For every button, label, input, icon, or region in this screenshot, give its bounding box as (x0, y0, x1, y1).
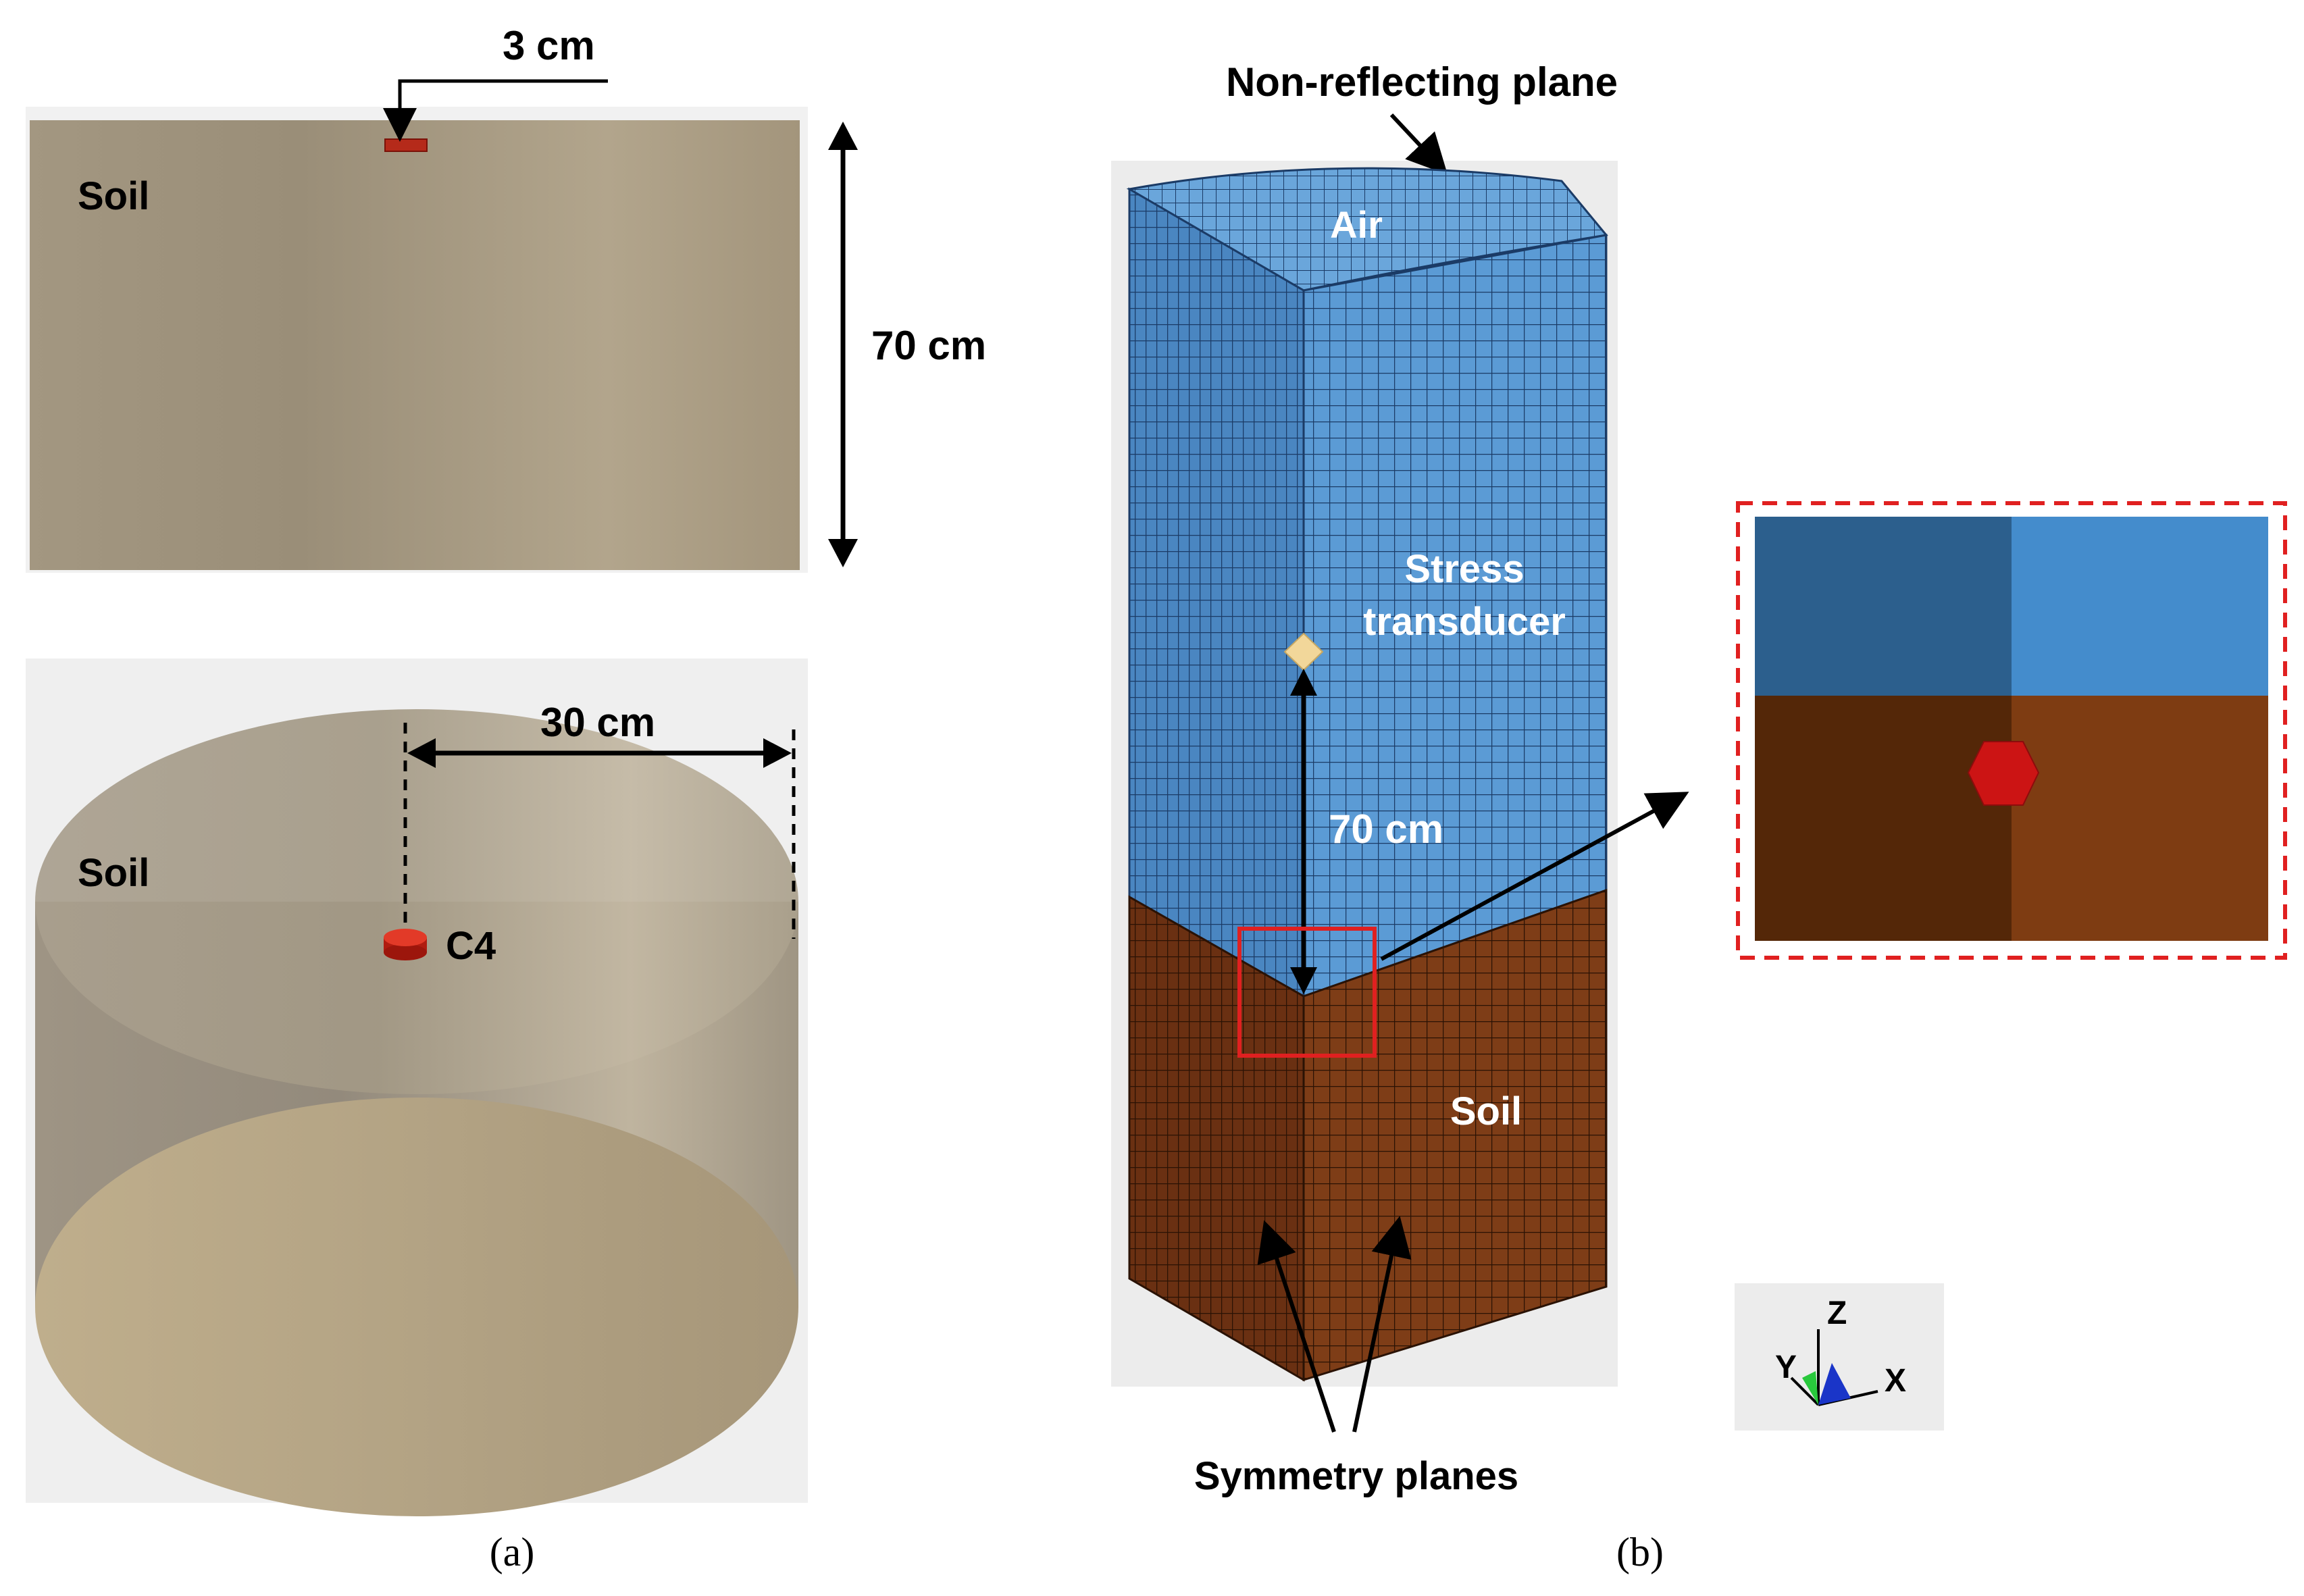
axis-triad-background (1735, 1283, 1944, 1431)
depth-arrow-top (1290, 669, 1317, 696)
zoom-callout-arrow (1380, 792, 1689, 961)
symmetry-arrow-right (1352, 1216, 1412, 1433)
non-reflecting-plane-label: Non-reflecting plane (1226, 59, 1618, 105)
y-axis-label: Y (1775, 1349, 1797, 1385)
height-arrow-bottom (828, 539, 858, 567)
inset-soil-right (2012, 696, 2268, 941)
sensor-depth-label: 3 cm (503, 23, 595, 68)
air-top-face (1126, 167, 1608, 292)
transducer-label-line2: transducer (1363, 600, 1566, 644)
depth-arrow-bottom (1290, 967, 1317, 994)
sensor-depth-leader (383, 79, 608, 142)
axis-blue-wedge (1818, 1363, 1851, 1405)
soil-block (30, 120, 800, 570)
transducer-label-line1: Stress (1404, 547, 1524, 591)
depth-label: 70 cm (1329, 806, 1443, 852)
radius-label: 30 cm (540, 700, 655, 745)
radius-arrow-left (407, 738, 436, 768)
height-label: 70 cm (871, 323, 986, 368)
air-label: Air (1330, 203, 1383, 246)
symmetry-arrow-left (1257, 1220, 1336, 1433)
cylinder-bottom (35, 1098, 798, 1516)
soil-label-model: Soil (1450, 1089, 1522, 1133)
perspective-view: 30 cm Soil C4 (26, 659, 808, 1516)
inset-soil-left (1755, 696, 2012, 941)
zoom-inset (1736, 501, 2287, 960)
panel-b: Non-reflecting plane Air Stress transduc… (1111, 59, 2287, 1574)
caption-b: (b) (1616, 1530, 1664, 1574)
axis-triad: Z Y X (1735, 1283, 1944, 1431)
cylinder-top (35, 709, 798, 1094)
y-axis (1790, 1376, 1820, 1406)
axis-green-wedge (1802, 1371, 1818, 1405)
zoom-region-box (1237, 927, 1377, 1058)
panel-a: 3 cm Soil 70 cm 30 cm Soil C4 (26, 23, 986, 1574)
z-axis-label: Z (1827, 1295, 1847, 1331)
sensor-marker (384, 138, 428, 152)
inset-air-left (1755, 517, 2012, 696)
radius-arrow-right (763, 738, 792, 768)
side-view: 3 cm Soil 70 cm (26, 23, 986, 573)
c4-sensor (384, 929, 427, 960)
inset-air-right (2012, 517, 2268, 696)
symmetry-planes-label: Symmetry planes (1194, 1454, 1518, 1498)
soil-label-perspective: Soil (78, 851, 149, 895)
height-arrow-top (828, 122, 858, 150)
inset-sensor (1967, 741, 2040, 806)
non-reflecting-plane-arrow (1389, 113, 1448, 175)
sensor-label: C4 (446, 924, 496, 968)
air-side-face (1128, 187, 1305, 998)
caption-a: (a) (490, 1530, 535, 1574)
x-axis-label: X (1885, 1363, 1906, 1399)
soil-label-side: Soil (78, 174, 149, 218)
